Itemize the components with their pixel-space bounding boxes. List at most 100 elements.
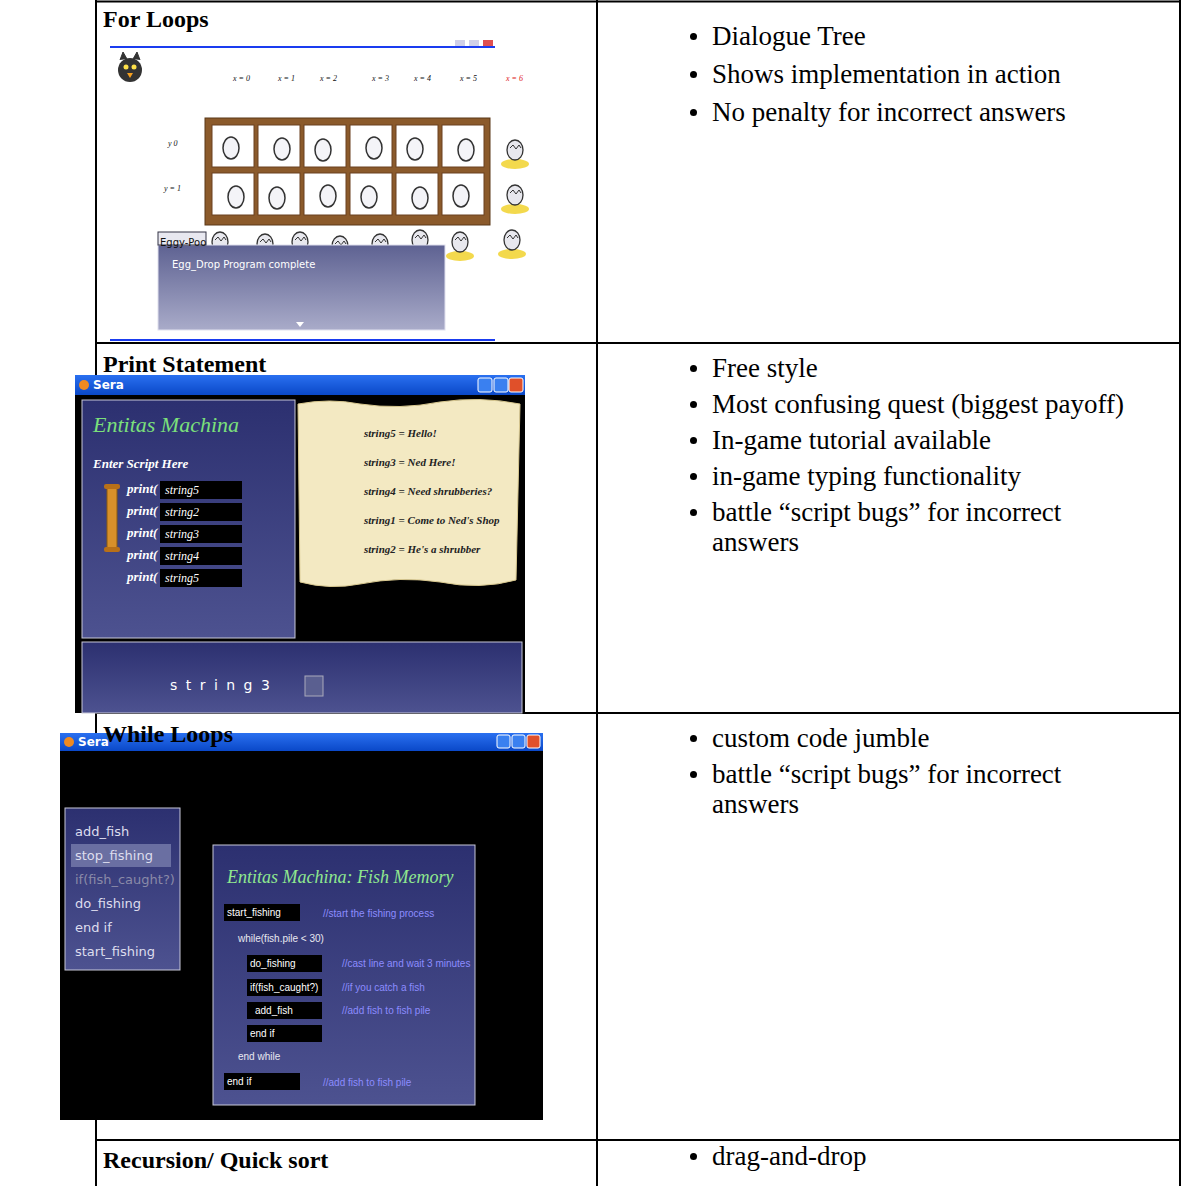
bullet-dot (690, 109, 697, 116)
node-text: Print Statement (103, 351, 590, 378)
app-icon (79, 380, 89, 390)
chick-icon (118, 52, 142, 82)
node-text: Enter Script Here (93, 456, 284, 472)
string-field: string3 (160, 525, 242, 543)
drawing-part (107, 487, 117, 549)
egg (366, 137, 382, 159)
shelf-slot (304, 125, 346, 167)
parchment (298, 399, 520, 586)
menu-panel (65, 808, 180, 970)
grid-axis-label: x = 6 (506, 74, 523, 83)
shelf-slot (258, 173, 300, 215)
parchment-scroll: string5 = Hello!string3 = Ned Here!strin… (298, 400, 520, 585)
code-line: add_fish (247, 1002, 322, 1019)
string-field: string5 (160, 569, 242, 587)
text-cursor (305, 676, 323, 696)
bullet-item: battle “script bugs” for incorrect answe… (712, 759, 1149, 819)
egg (228, 186, 244, 208)
egg (407, 138, 423, 160)
more-arrow (296, 322, 304, 327)
code-line: end if (247, 1025, 322, 1042)
grid-axis-label: x = 1 (278, 74, 295, 83)
bullet-dot (690, 33, 697, 40)
node-text: start_fishing (75, 940, 170, 964)
window-edge (110, 46, 495, 48)
node-text: Egg_Drop Program complete (172, 259, 445, 270)
input-bar (82, 642, 522, 713)
egg-crack (335, 241, 346, 245)
code-line: //add fish to fish pile (323, 1077, 411, 1088)
app-icon (64, 737, 74, 747)
bullet-dot (690, 473, 697, 480)
drawing-part (104, 484, 120, 489)
egg (458, 139, 474, 161)
drawing-part (1179, 0, 1181, 1186)
node-text: Sera (78, 735, 525, 749)
bullet-text: Free style (712, 353, 1149, 383)
bullet-dot (690, 71, 697, 78)
drawing-part (95, 1, 1181, 3)
bullet-item: Shows implementation in action (712, 59, 1149, 89)
code-line: end if (224, 1073, 300, 1090)
code-line: do_fishing (247, 955, 322, 972)
game-window (60, 733, 543, 1120)
window-button (469, 40, 479, 46)
shelf-slot (396, 173, 438, 215)
code-line: if(fish_caught?) (247, 979, 322, 996)
window-button (478, 378, 492, 392)
bullet-item: battle “script bugs” for incorrect answe… (712, 497, 1149, 557)
window-button (494, 378, 508, 392)
drawing-part (120, 52, 140, 60)
code-line: end while (238, 1051, 280, 1062)
egg (269, 187, 285, 209)
bullet-dot (690, 1153, 697, 1160)
drawing-part (124, 65, 129, 70)
input-bar: s t r i n g 3 (82, 642, 522, 713)
bullet-item: in-game typing functionality (712, 461, 1149, 491)
grid-axis-label: x = 2 (320, 74, 337, 83)
egg-crack (510, 145, 521, 149)
bullet-text: No penalty for incorrect answers (712, 97, 1149, 127)
window-button (455, 40, 465, 46)
node-text: Entitas Machina (93, 412, 284, 438)
bullet-item: custom code jumble (712, 723, 1149, 753)
window-edge (110, 339, 495, 341)
drawing-part (104, 547, 120, 552)
scroll-icon (104, 484, 120, 552)
table-cell: While LoopsSeraadd_fishstop_fishingif(fi… (97, 714, 596, 1139)
script-panel (82, 400, 295, 638)
table-cell: For LoopsEggy-PooEgg_Drop Program comple… (97, 3, 596, 342)
egg-crack (415, 235, 426, 239)
grid-axis-label: x = 4 (414, 74, 431, 83)
node-text: string4 = Need shrubberies? (364, 477, 510, 506)
window-button (509, 378, 523, 392)
bullet-cell: Dialogue TreeShows implementation in act… (598, 3, 1179, 342)
egg (223, 137, 239, 159)
bullet-dot (690, 771, 697, 778)
dialog-box: Eggy-PooEgg_Drop Program complete (158, 232, 445, 330)
bullet-text: Most confusing quest (biggest payoff) (712, 389, 1149, 419)
grid-axis-label: y = 1 (164, 184, 181, 193)
node-text: string1 = Come to Ned's Shop (364, 506, 510, 535)
code-line: while(fish.pile < 30) (238, 933, 324, 944)
node-text: stop_fishing (75, 844, 170, 868)
node-text: add_fish (75, 820, 170, 844)
bullet-dot (690, 401, 697, 408)
grid-axis-label: x = 0 (233, 74, 250, 83)
egg-crack (510, 190, 521, 194)
bullet-item: Free style (712, 353, 1149, 383)
window-button (497, 735, 510, 748)
node-text: While Loops (103, 721, 590, 748)
bullet-item: Most confusing quest (biggest payoff) (712, 389, 1149, 419)
egg-crack (375, 239, 386, 243)
grid-axis-label: y 0 (168, 139, 178, 148)
bullet-item: No penalty for incorrect answers (712, 97, 1149, 127)
shelf-slot (304, 173, 346, 215)
game-window: Seraadd_fishstop_fishingif(fish_caught?)… (60, 733, 543, 1120)
drawing-part (596, 0, 598, 1186)
code-line: start_fishing (224, 904, 300, 921)
egg (274, 138, 290, 160)
bullet-text: in-game typing functionality (712, 461, 1149, 491)
drawing-part (118, 58, 142, 82)
